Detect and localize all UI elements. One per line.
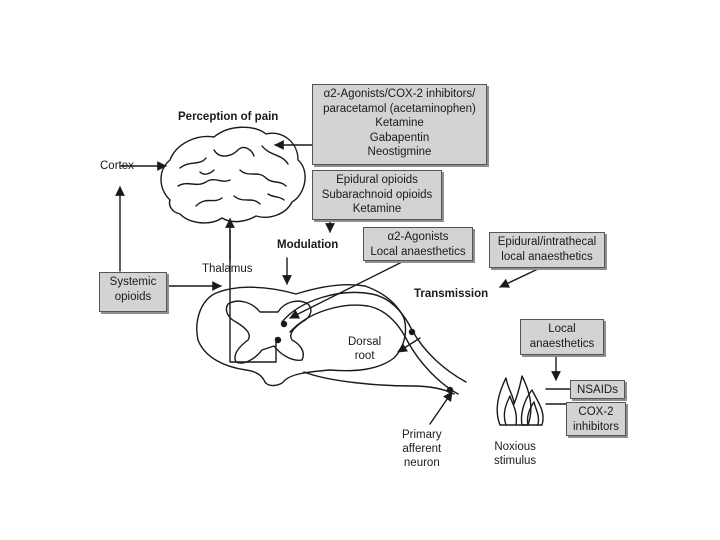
noxious-stimulus-label: Noxious stimulus (494, 441, 537, 467)
arrow-primary-afferent (429, 391, 453, 425)
dorsal-root-nerve-upper (281, 291, 467, 383)
synapse-dots (274, 320, 454, 394)
nsaids-box: NSAIDs (570, 380, 625, 399)
perception-label: Perception of pain (178, 111, 279, 123)
dorsal-root-label: Dorsal root (348, 336, 382, 362)
cox2-inhibitors-box: COX-2 inhibitors (566, 402, 626, 436)
local-anaesthetics-box: Local anaesthetics (520, 319, 604, 355)
transmission-label: Transmission (414, 288, 489, 300)
modulation-drugs-box: α2-Agonists Local anaesthetics (363, 227, 473, 261)
primary-afferent-label: Primary afferent neuron (402, 429, 442, 469)
grey-matter (225, 300, 312, 364)
cortex-label: Cortex (100, 160, 134, 172)
tract-loop (229, 299, 277, 363)
primary-afferent-line (303, 371, 455, 395)
spinal-cord-section (196, 284, 407, 387)
arrow-modulation-drugs (289, 254, 417, 319)
arrow-transmission-drugs (499, 267, 541, 288)
dorsal-root-nerve-lower (289, 304, 459, 395)
arrow-dorsal-root (397, 337, 421, 353)
transmission-drugs-box: Epidural/intrathecal local anaesthetics (489, 232, 605, 268)
perception-drugs-box: α2-Agonists/COX-2 inhibitors/ paracetamo… (312, 84, 487, 165)
brain-illustration (160, 126, 306, 224)
thalamus-label: Thalamus (202, 263, 253, 275)
neuraxial-drugs-box: Epidural opioids Subarachnoid opioids Ke… (312, 170, 442, 220)
flame-icon (496, 375, 544, 426)
modulation-label: Modulation (277, 239, 339, 251)
systemic-opioids-box: Systemic opioids (99, 272, 167, 312)
